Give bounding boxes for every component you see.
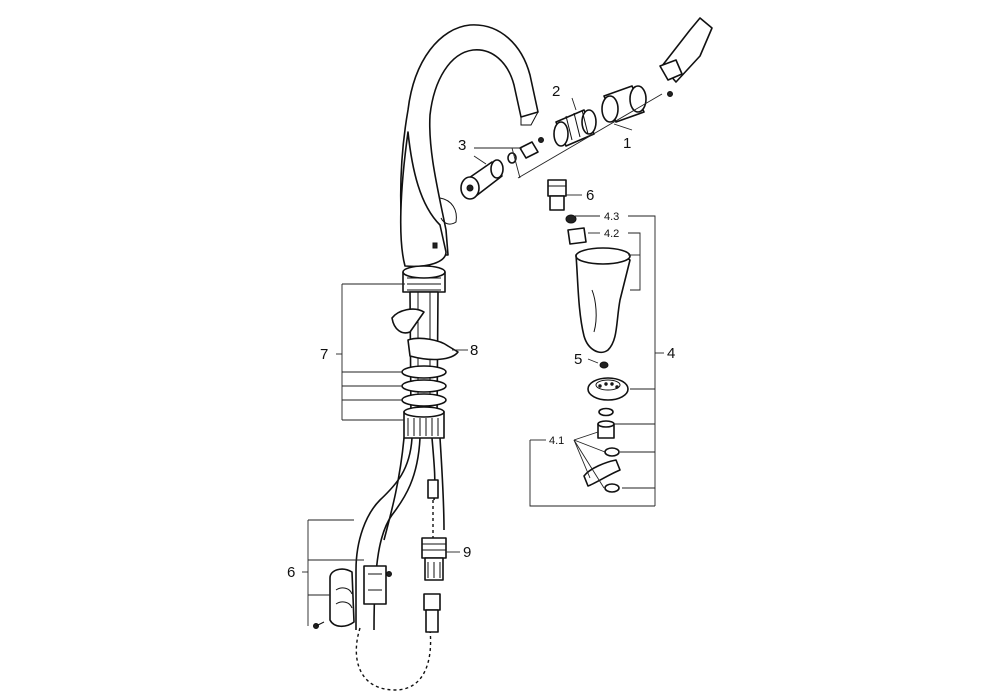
callout-4-1: 4.1 (549, 435, 564, 447)
quick-connector (421, 537, 447, 633)
spray-face-parts (583, 361, 629, 493)
callout-6-top: 6 (586, 187, 594, 204)
spray-head-holder (659, 17, 713, 97)
callout-4-3: 4.3 (604, 211, 619, 223)
hose-weight (313, 565, 392, 629)
sleeve (601, 85, 647, 123)
callout-2: 2 (552, 83, 560, 100)
callout-9: 9 (463, 544, 471, 561)
callout-4: 4 (667, 345, 675, 362)
adapter-pieces (507, 137, 544, 164)
cartridge (460, 159, 504, 200)
callout-8: 8 (470, 342, 478, 359)
leader-lines (302, 93, 664, 626)
ring-nut (553, 109, 597, 147)
screw-5 (599, 361, 609, 369)
faucet-body (399, 131, 457, 268)
callout-labels: 1 2 3 6 4.3 4.2 4 5 4.1 7 8 9 6 (287, 83, 675, 581)
callout-5: 5 (574, 351, 582, 368)
faucet-spout (399, 24, 539, 256)
callout-6-bottom: 6 (287, 564, 295, 581)
callout-4-2: 4.2 (604, 228, 619, 240)
hose-connector-6 (547, 179, 567, 211)
logo-mark (432, 242, 438, 249)
callout-1: 1 (623, 135, 631, 152)
callout-7: 7 (320, 346, 328, 363)
callout-3: 3 (458, 137, 466, 154)
hose-guide-assembly (391, 265, 459, 439)
mounting-bracket (407, 337, 459, 361)
spray-head (565, 214, 631, 354)
